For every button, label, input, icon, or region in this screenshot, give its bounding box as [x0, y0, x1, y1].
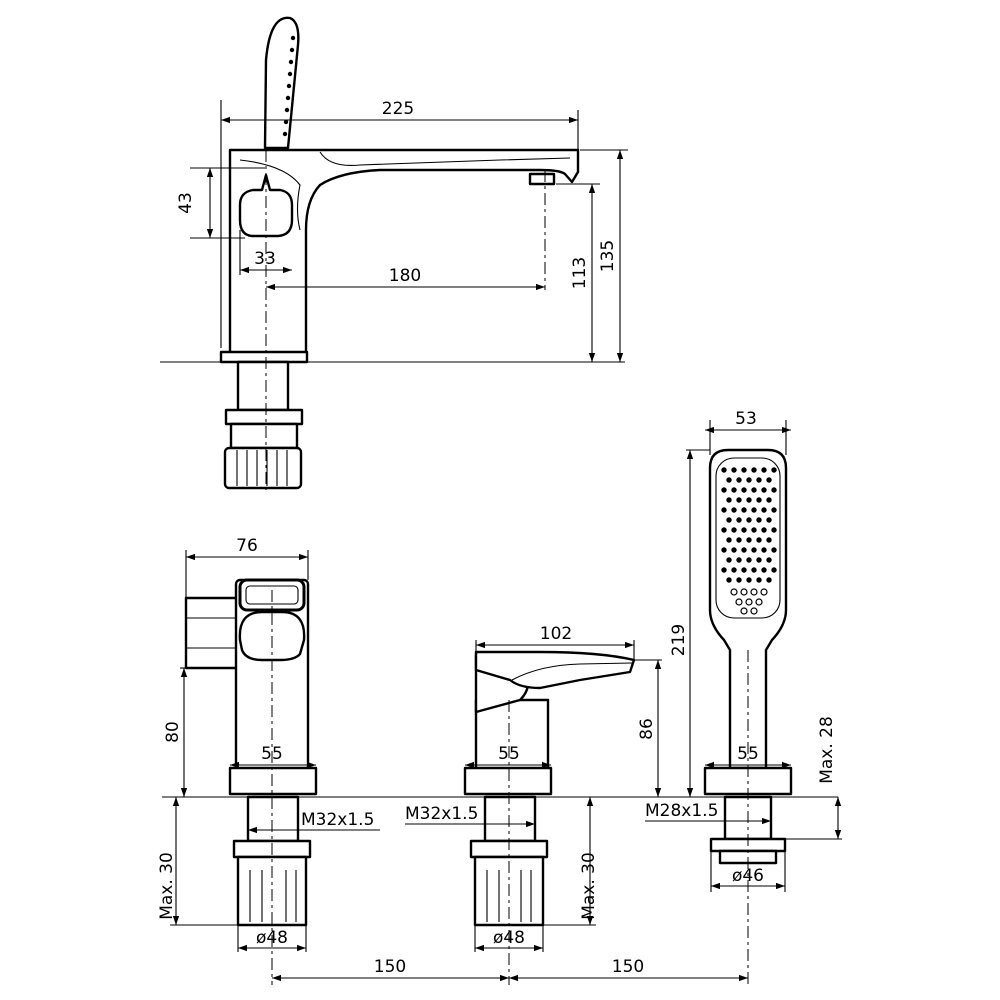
- dim-shower-length: 219: [669, 624, 689, 656]
- spout-washer: [229, 422, 299, 450]
- diverter-side-outlet: [184, 596, 240, 670]
- hand-shower-nozzles: [721, 467, 777, 615]
- dim-mixer-pipe: ø48: [493, 928, 525, 948]
- hand-shower-body: [708, 448, 788, 770]
- spout-side-view: 225 43 33 180 113 135: [160, 16, 628, 490]
- spout-mounting-shank: [236, 360, 290, 412]
- dim-shower-pipe: ø46: [732, 866, 764, 886]
- dim-mixer-max-deck: Max. 30: [579, 852, 599, 920]
- dim-shower-max-deck: Max. 28: [817, 716, 837, 784]
- dim-mixer-width: 102: [540, 624, 572, 644]
- dim-outlet-height: 113: [570, 257, 590, 289]
- dim-diverter-height: 80: [163, 721, 183, 743]
- diverter-base-plate: [228, 766, 318, 796]
- diverter-front-view: 76 80 55 M32x1.5 Max. 30 ø48: [157, 536, 380, 985]
- dim-diverter-base: 55: [261, 744, 283, 764]
- dim-diverter-pipe: ø48: [256, 928, 288, 948]
- dim-overall-height: 135: [598, 240, 618, 272]
- spout-locknut: [224, 408, 304, 426]
- spout-connector-ribs: [236, 450, 288, 486]
- spout-connector: [223, 446, 303, 490]
- dim-spout-width: 225: [382, 99, 414, 119]
- dim-diverter-width: 76: [236, 536, 258, 556]
- dim-shower-head-width: 53: [735, 409, 757, 429]
- spout-top-edge: [319, 151, 571, 167]
- spout-base-plate: [219, 350, 309, 364]
- spout-body: [228, 148, 580, 357]
- mixer-shank: [483, 795, 537, 843]
- dim-spout-reach: 180: [389, 266, 421, 286]
- dim-diverter-max-deck: Max. 30: [157, 852, 177, 920]
- spout-aerator: [528, 172, 556, 186]
- dim-diverter-thread: M32x1.5: [301, 810, 374, 830]
- hand-shower-face: [715, 457, 781, 619]
- dim-body-width: 33: [254, 249, 276, 269]
- hand-shower-front-view: 53 219 55 M28x1.5 Max. 28 ø46: [645, 409, 842, 985]
- spacing-dimensions: 150 150: [272, 957, 748, 982]
- dim-shower-base: 55: [737, 744, 759, 764]
- dim-mixer-thread: M32x1.5: [405, 804, 478, 824]
- dim-handle-height: 43: [176, 192, 196, 214]
- dim-spacing-right: 150: [612, 957, 644, 977]
- dim-shower-thread: M28x1.5: [645, 801, 718, 821]
- dim-mixer-base: 55: [498, 744, 520, 764]
- mixer-lever: [474, 650, 636, 690]
- dim-spacing-left: 150: [374, 957, 406, 977]
- mixer-base-plate: [463, 766, 553, 796]
- mixer-front-view: 102 86 55 M32x1.5 Max. 30 ø48: [405, 624, 662, 985]
- spout-body-contour: [239, 159, 301, 231]
- diverter-shank: [246, 795, 300, 843]
- dim-mixer-height: 86: [637, 718, 657, 740]
